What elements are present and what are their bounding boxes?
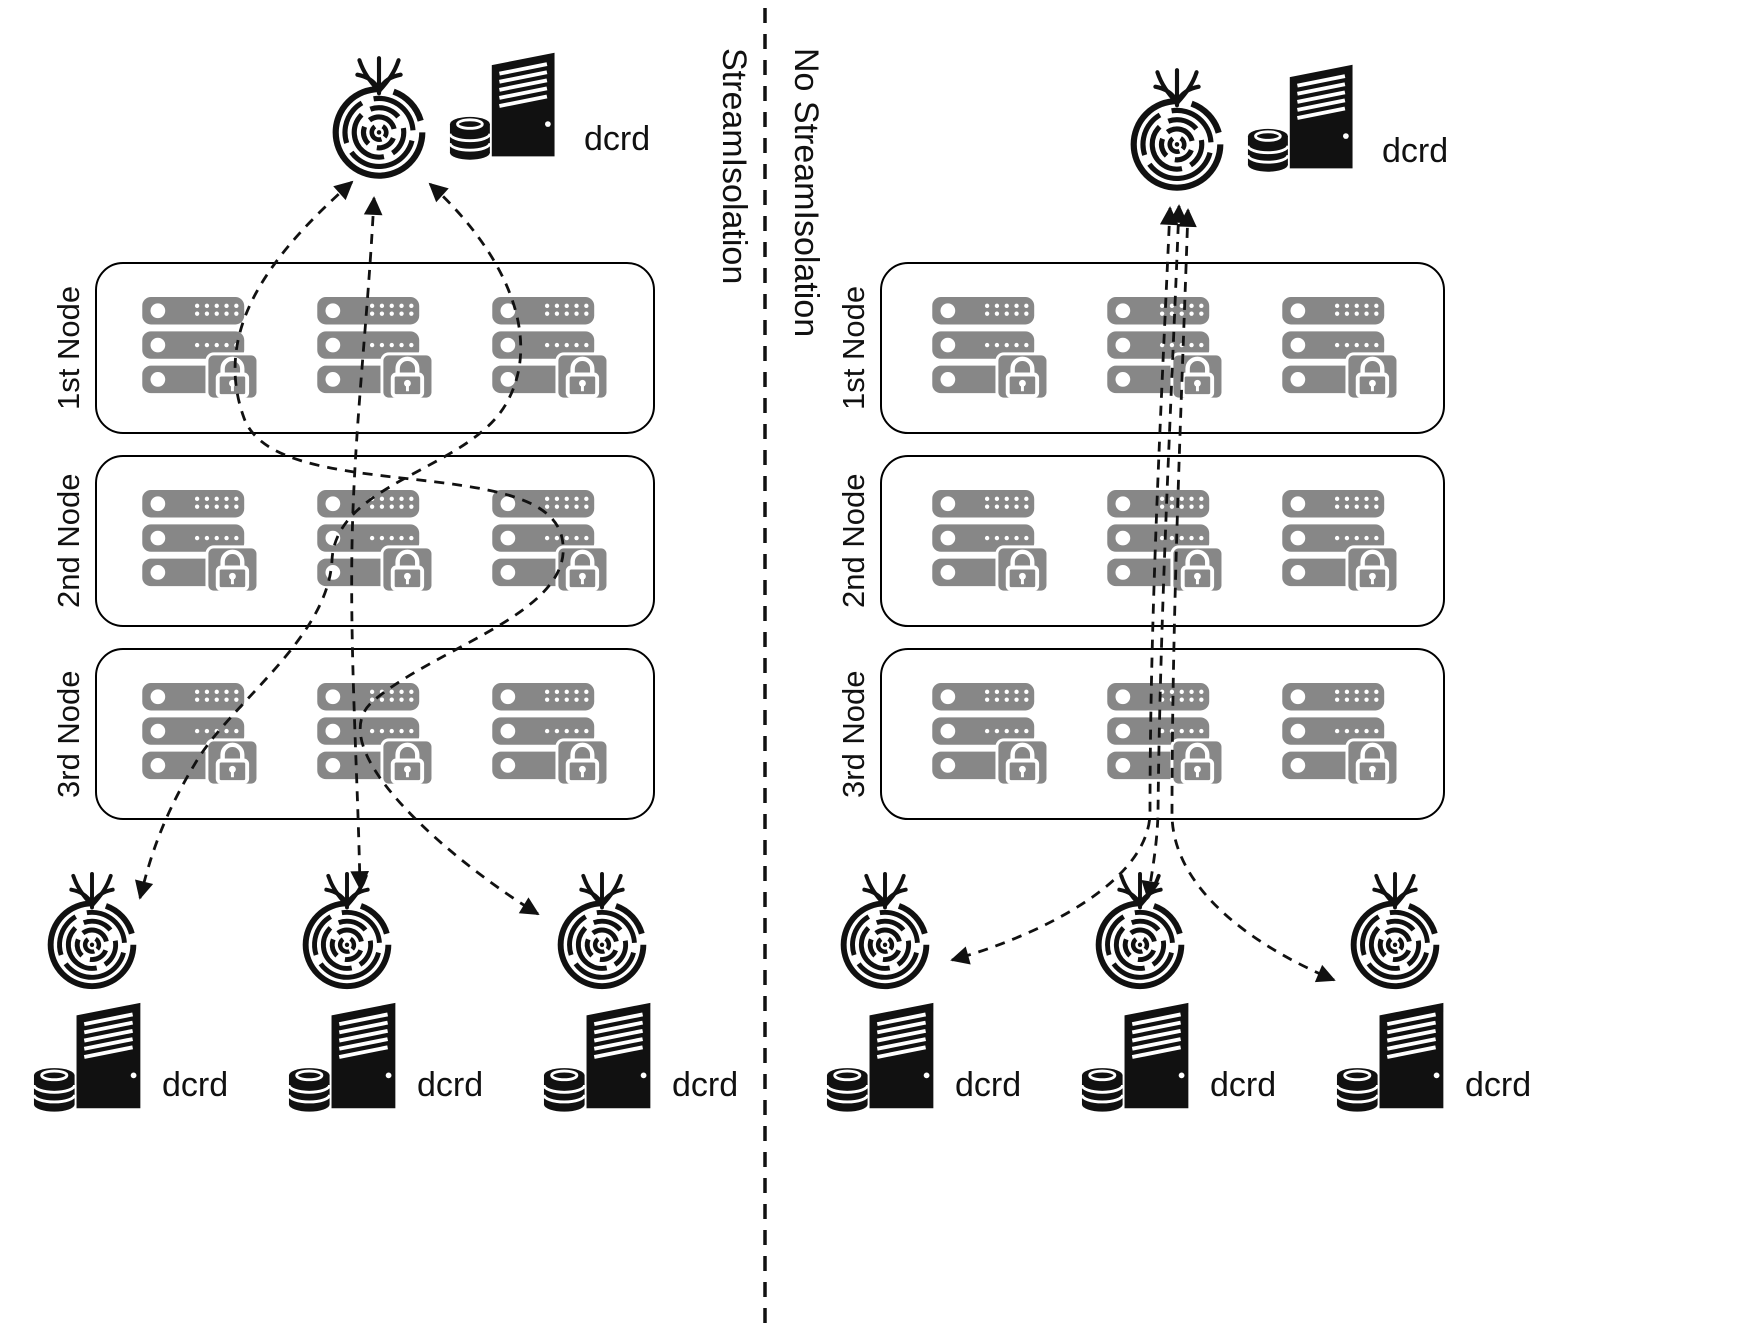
left-node-box-3 xyxy=(95,648,655,820)
right-client-dcrd-group-1: dcrd xyxy=(810,868,1021,1121)
tor-onion-icon xyxy=(291,868,403,996)
left-node-label-1: 1st Node xyxy=(51,285,86,411)
relay-rack-icon xyxy=(1282,490,1404,594)
left-client-dcrd-group-2: dcrd xyxy=(272,868,483,1121)
relay-rack-icon xyxy=(492,297,614,401)
relay-rack-icon xyxy=(1282,297,1404,401)
relay-rack-icon xyxy=(932,297,1054,401)
right-node-box-3 xyxy=(880,648,1445,820)
right-node-label-1: 1st Node xyxy=(836,285,871,411)
right-node-box-1 xyxy=(880,262,1445,434)
relay-rack-icon xyxy=(142,683,264,787)
relay-rack-icon xyxy=(932,683,1054,787)
dcrd-label: dcrd xyxy=(162,1066,229,1104)
dcrd-server-icon xyxy=(448,50,557,162)
right-exit-dcrd-group: dcrd xyxy=(1118,60,1448,198)
dcrd-label: dcrd xyxy=(1210,1066,1277,1104)
relay-rack-icon xyxy=(317,490,439,594)
relay-rack-icon xyxy=(1107,297,1229,401)
dcrd-label: dcrd xyxy=(584,120,651,158)
relay-rack-icon xyxy=(1107,490,1229,594)
relay-rack-icon xyxy=(492,683,614,787)
left-node-label-3: 3rd Node xyxy=(51,670,86,798)
dcrd-server-icon xyxy=(1246,62,1355,174)
dcrd-server-icon xyxy=(1080,1000,1191,1114)
left-node-box-1 xyxy=(95,262,655,434)
right-client-dcrd-group-2: dcrd xyxy=(1065,868,1276,1121)
relay-rack-icon xyxy=(317,297,439,401)
dcrd-label: dcrd xyxy=(1465,1066,1532,1104)
right-node-box-2 xyxy=(880,455,1445,627)
left-section-label: StreamIsolation xyxy=(715,48,753,285)
relay-rack-icon xyxy=(932,490,1054,594)
relay-rack-icon xyxy=(142,297,264,401)
relay-rack-icon xyxy=(1107,683,1229,787)
left-client-dcrd-group-3: dcrd xyxy=(527,868,738,1121)
right-node-label-2: 2nd Node xyxy=(836,473,871,609)
tor-onion-icon xyxy=(1084,868,1196,996)
relay-rack-icon xyxy=(142,490,264,594)
dcrd-server-icon xyxy=(32,1000,143,1114)
tor-onion-icon xyxy=(1339,868,1451,996)
tor-onion-icon xyxy=(546,868,658,996)
right-node-label-3: 3rd Node xyxy=(836,670,871,798)
right-section-label: No StreamIsolation xyxy=(787,48,825,338)
dcrd-label: dcrd xyxy=(672,1066,739,1104)
dcrd-server-icon xyxy=(825,1000,936,1114)
left-exit-dcrd-group: dcrd xyxy=(320,48,650,186)
right-client-dcrd-group-3: dcrd xyxy=(1320,868,1531,1121)
relay-rack-icon xyxy=(317,683,439,787)
left-node-box-2 xyxy=(95,455,655,627)
relay-rack-icon xyxy=(492,490,614,594)
dcrd-server-icon xyxy=(542,1000,653,1114)
tor-onion-icon xyxy=(36,868,148,996)
tor-onion-icon xyxy=(829,868,941,996)
dcrd-label: dcrd xyxy=(1382,132,1449,170)
tor-onion-icon xyxy=(320,52,438,186)
relay-rack-icon xyxy=(1282,683,1404,787)
dcrd-server-icon xyxy=(287,1000,398,1114)
left-node-label-2: 2nd Node xyxy=(51,473,86,609)
left-client-dcrd-group-1: dcrd xyxy=(17,868,228,1121)
tor-onion-icon xyxy=(1118,64,1236,198)
dcrd-server-icon xyxy=(1335,1000,1446,1114)
dcrd-label: dcrd xyxy=(955,1066,1022,1104)
dcrd-label: dcrd xyxy=(417,1066,484,1104)
